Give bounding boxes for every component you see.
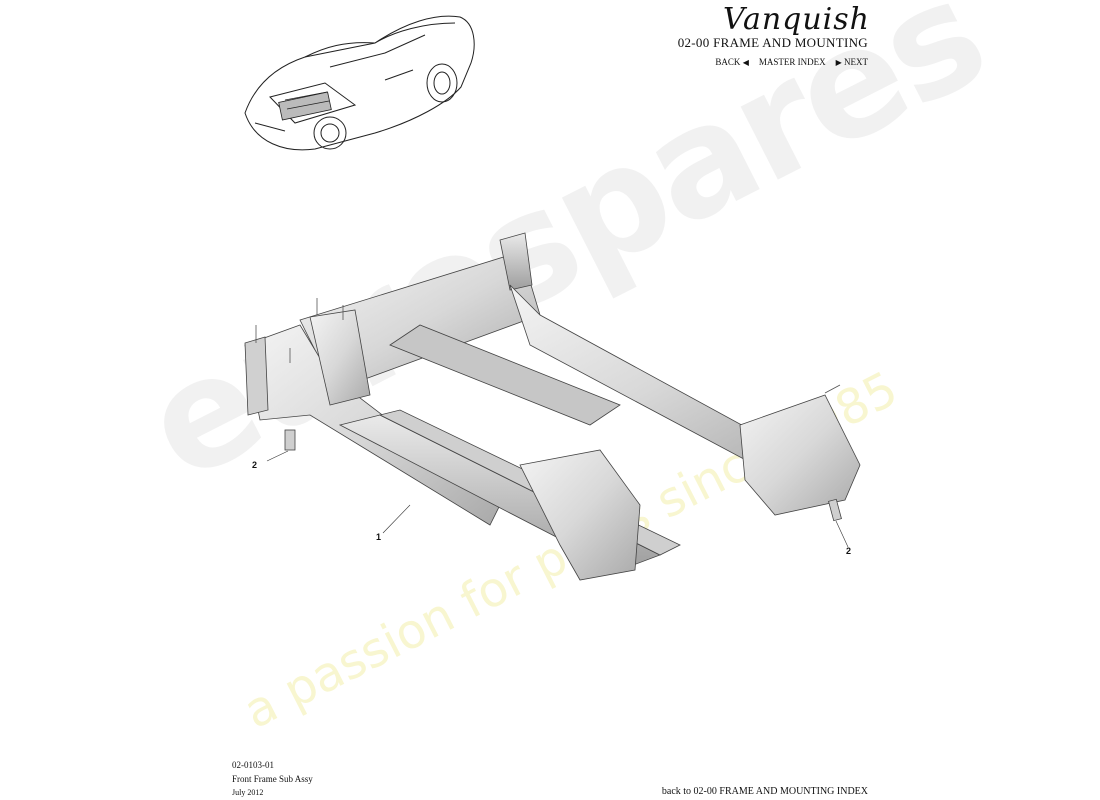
publish-date: July 2012 — [232, 788, 264, 797]
nav-bar: BACK ◀ MASTER INDEX ▶ NEXT — [715, 57, 868, 67]
vanquish-logo: Vanquish — [723, 2, 870, 37]
master-index-link[interactable]: MASTER INDEX — [758, 57, 826, 67]
callout-2-left: 2 — [252, 460, 258, 470]
car-thumbnail-image — [235, 5, 475, 151]
back-link[interactable]: BACK ◀ — [715, 57, 748, 67]
next-link[interactable]: ▶ NEXT — [836, 57, 868, 67]
callout-2-right: 2 — [846, 546, 852, 556]
part-code: 02-0103-01 — [232, 760, 274, 770]
part-name: Front Frame Sub Assy — [232, 774, 313, 784]
section-title: 02-00 FRAME AND MOUNTING — [677, 35, 868, 50]
triangle-right-icon: ▶ — [835, 58, 842, 67]
back-to-index-link[interactable]: back to 02-00 FRAME AND MOUNTING INDEX — [661, 786, 868, 797]
triangle-left-icon: ◀ — [742, 58, 749, 67]
callout-1: 1 — [376, 532, 382, 542]
front-frame-subassy-diagram — [244, 232, 861, 581]
back-label: BACK — [715, 57, 741, 67]
next-label: NEXT — [844, 57, 868, 67]
